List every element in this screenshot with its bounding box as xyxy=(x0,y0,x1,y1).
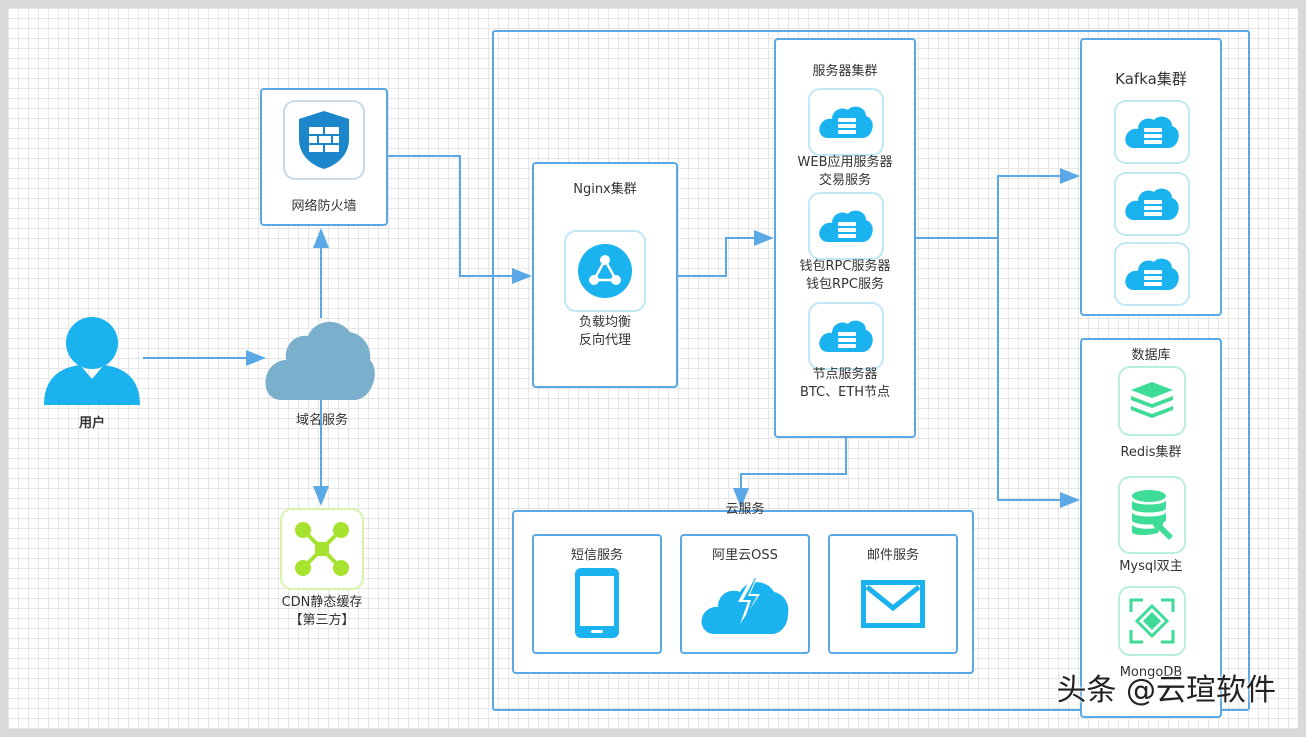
nginx-label-line2: 反向代理 xyxy=(578,333,631,348)
firewall-shield-icon xyxy=(299,111,349,169)
dns-node[interactable]: 域名服务 xyxy=(264,308,380,438)
system-boundary xyxy=(492,30,1250,711)
kafka-tile-1 xyxy=(1114,100,1190,164)
cdn-tile xyxy=(280,508,364,590)
nginx-label-line1: 负载均衡 xyxy=(578,315,631,330)
diagram-canvas: 用户 域名服务 网络防火墙 xyxy=(8,8,1298,729)
server-node-line1: 节点服务器 xyxy=(812,367,878,382)
firewall-label: 网络防火墙 xyxy=(291,199,357,214)
server-web-line2: 交易服务 xyxy=(818,173,871,188)
database-cluster[interactable]: 数据库 Redis集群 xyxy=(1080,338,1222,718)
server-tile-node xyxy=(808,302,884,370)
kafka-tile-2 xyxy=(1114,172,1190,236)
cloud-lightning-icon xyxy=(701,576,789,634)
cloud-server-icon xyxy=(1125,116,1179,148)
redis-stack-icon xyxy=(1131,382,1173,418)
database-title: 数据库 xyxy=(1131,348,1171,363)
kafka-tile-3 xyxy=(1114,242,1190,306)
watermark: 头条 @云瑄软件 xyxy=(1056,673,1276,708)
user-label: 用户 xyxy=(78,416,105,431)
user-node[interactable]: 用户 xyxy=(38,313,146,443)
server-tile-wallet xyxy=(808,192,884,260)
oss-service[interactable]: 阿里云OSS xyxy=(680,534,810,654)
nginx-cluster[interactable]: Nginx集群 负载均衡 反向代理 xyxy=(532,162,678,388)
server-cluster[interactable]: 服务器集群 WEB应用服务器 交易服务 钱包RPC服务器 钱包RPC服务 节点服… xyxy=(774,38,916,438)
mysql-tile xyxy=(1118,476,1186,554)
sms-label: 短信服务 xyxy=(570,548,623,563)
server-wallet-line2: 钱包RPC服务 xyxy=(806,277,884,292)
oss-label: 阿里云OSS xyxy=(712,548,778,563)
server-node-line2: BTC、ETH节点 xyxy=(799,385,891,400)
nginx-title: Nginx集群 xyxy=(573,182,637,197)
mobile-phone-icon xyxy=(575,568,619,638)
cloud-services-title: 云服务 xyxy=(725,502,765,517)
server-tile-web xyxy=(808,88,884,156)
user-icon xyxy=(44,317,140,405)
cloud-services[interactable]: 云服务 短信服务 阿里云OSS 邮件服务 xyxy=(512,502,974,674)
cdn-network-icon xyxy=(295,522,349,576)
redis-label: Redis集群 xyxy=(1120,445,1182,460)
firewall-tile xyxy=(283,100,365,180)
cdn-node[interactable]: CDN静态缓存 【第三方】 xyxy=(272,508,372,638)
cloud-server-icon xyxy=(819,210,873,242)
load-balancer-icon xyxy=(578,244,632,298)
server-web-line1: WEB应用服务器 xyxy=(797,155,893,170)
kafka-cluster[interactable]: Kafka集群 xyxy=(1080,38,1222,316)
mongodb-tile xyxy=(1118,586,1186,656)
redis-tile xyxy=(1118,366,1186,436)
nginx-tile xyxy=(564,230,646,312)
dns-label: 域名服务 xyxy=(295,413,348,428)
cloud-server-icon xyxy=(819,320,873,352)
cdn-label-line2: 【第三方】 xyxy=(289,613,355,628)
mysql-label: Mysql双主 xyxy=(1119,559,1183,574)
cloud-server-icon xyxy=(1125,258,1179,290)
cloud-icon xyxy=(265,321,375,400)
sms-service[interactable]: 短信服务 xyxy=(532,534,662,654)
server-cluster-title: 服务器集群 xyxy=(812,64,878,79)
cdn-label-line1: CDN静态缓存 xyxy=(281,595,363,610)
mail-icon xyxy=(861,580,925,628)
server-wallet-line1: 钱包RPC服务器 xyxy=(799,259,891,274)
cloud-server-icon xyxy=(819,106,873,138)
kafka-title: Kafka集群 xyxy=(1115,70,1187,88)
database-wrench-icon xyxy=(1132,490,1173,540)
firewall-node[interactable]: 网络防火墙 xyxy=(260,88,388,226)
cloud-server-icon xyxy=(1125,188,1179,220)
mongodb-label: MongoDB xyxy=(1119,665,1183,680)
mail-service[interactable]: 邮件服务 xyxy=(828,534,958,654)
mail-label: 邮件服务 xyxy=(866,548,919,563)
mongodb-icon xyxy=(1129,598,1175,644)
